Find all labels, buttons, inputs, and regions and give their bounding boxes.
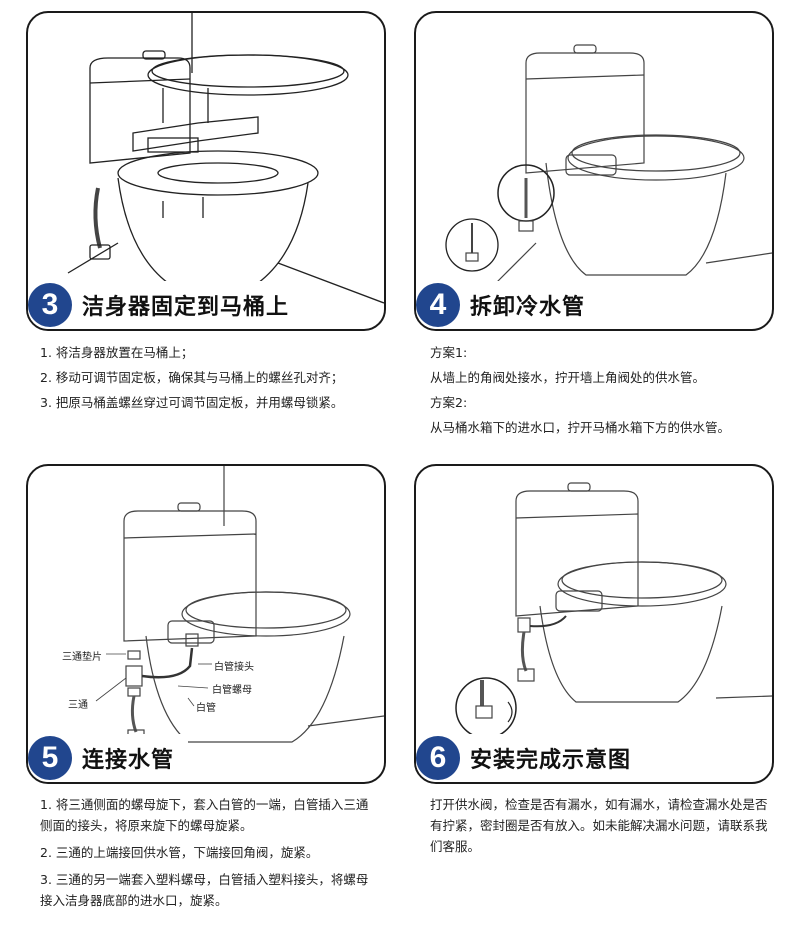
callout-tee: 三通	[68, 700, 88, 711]
plan-heading: 方案1:	[430, 345, 468, 360]
step-number-badge: 3	[28, 283, 72, 327]
callout-white-pipe: 白管	[196, 703, 216, 714]
plan-heading: 方案2:	[430, 395, 468, 410]
step-5-heading: 5 连接水管	[28, 734, 189, 782]
step-6-illustration-panel: 6 安装完成示意图	[414, 464, 774, 784]
callout-white-pipe-connector: 白管接头	[214, 662, 254, 673]
step-title: 连接水管	[82, 748, 175, 773]
instruction-line: 2. 三通的上端接回供水管，下端接回角阀，旋紧。	[40, 845, 319, 860]
step-number-badge: 5	[28, 736, 72, 780]
step-number-badge: 4	[416, 283, 460, 327]
toilet-cold-water-pipe-illustration	[445, 44, 772, 284]
step-3-instructions: 1. 将洁身器放置在马桶上； 2. 移动可调节固定板，确保其与马桶上的螺丝孔对齐…	[40, 340, 380, 415]
step-5-instructions: 1. 将三通侧面的螺母旋下，套入白管的一端，白管插入三通侧面的接头，将原来旋下的…	[40, 794, 380, 917]
step-6-instructions: 打开供水阀，检查是否有漏水，如有漏水，请检查漏水处是否有拧紧，密封圈是否有放入。…	[430, 794, 770, 863]
step-title: 洁身器固定到马桶上	[82, 295, 290, 320]
step-4-illustration-panel: 4 拆卸冷水管	[414, 11, 774, 331]
step-5-illustration-panel: 三通垫片 三通 白管接头 白管螺母 白管 5 连接水管	[26, 464, 386, 784]
step-3-illustration-panel: 3 洁身器固定到马桶上	[26, 11, 386, 331]
installation-complete-illustration	[455, 482, 772, 739]
step-3-heading: 3 洁身器固定到马桶上	[28, 281, 304, 329]
instruction-line: 从马桶水箱下的进水口，拧开马桶水箱下方的供水管。	[430, 420, 731, 435]
step-4-heading: 4 拆卸冷水管	[416, 281, 600, 329]
step-6-heading: 6 安装完成示意图	[416, 734, 646, 782]
instruction-line: 1. 将洁身器放置在马桶上；	[40, 345, 194, 360]
toilet-bidet-mount-illustration	[67, 13, 384, 304]
instruction-line: 打开供水阀，检查是否有漏水，如有漏水，请检查漏水处是否有拧紧，密封圈是否有放入。…	[430, 797, 768, 854]
step-4-instructions: 方案1: 从墙上的角阀处接水，拧开墙上角阀处的供水管。 方案2: 从马桶水箱下的…	[430, 340, 775, 440]
callout-white-pipe-nut: 白管螺母	[212, 685, 252, 696]
instruction-line: 3. 三通的另一端套入塑料螺母，白管插入塑料接头，将螺母接入洁身器底部的进水口，…	[40, 872, 369, 908]
instruction-line: 从墙上的角阀处接水，拧开墙上角阀处的供水管。	[430, 370, 706, 385]
step-title: 拆卸冷水管	[470, 295, 586, 320]
step-number-badge: 6	[416, 736, 460, 780]
instruction-line: 2. 移动可调节固定板，确保其与马桶上的螺丝孔对齐；	[40, 370, 344, 385]
callout-tee-gasket: 三通垫片	[62, 652, 102, 663]
instruction-line: 3. 把原马桶盖螺丝穿过可调节固定板，并用螺母锁紧。	[40, 395, 344, 410]
step-title: 安装完成示意图	[470, 748, 632, 773]
water-pipe-connection-illustration	[95, 466, 384, 743]
instruction-line: 1. 将三通侧面的螺母旋下，套入白管的一端，白管插入三通侧面的接头，将原来旋下的…	[40, 797, 369, 833]
